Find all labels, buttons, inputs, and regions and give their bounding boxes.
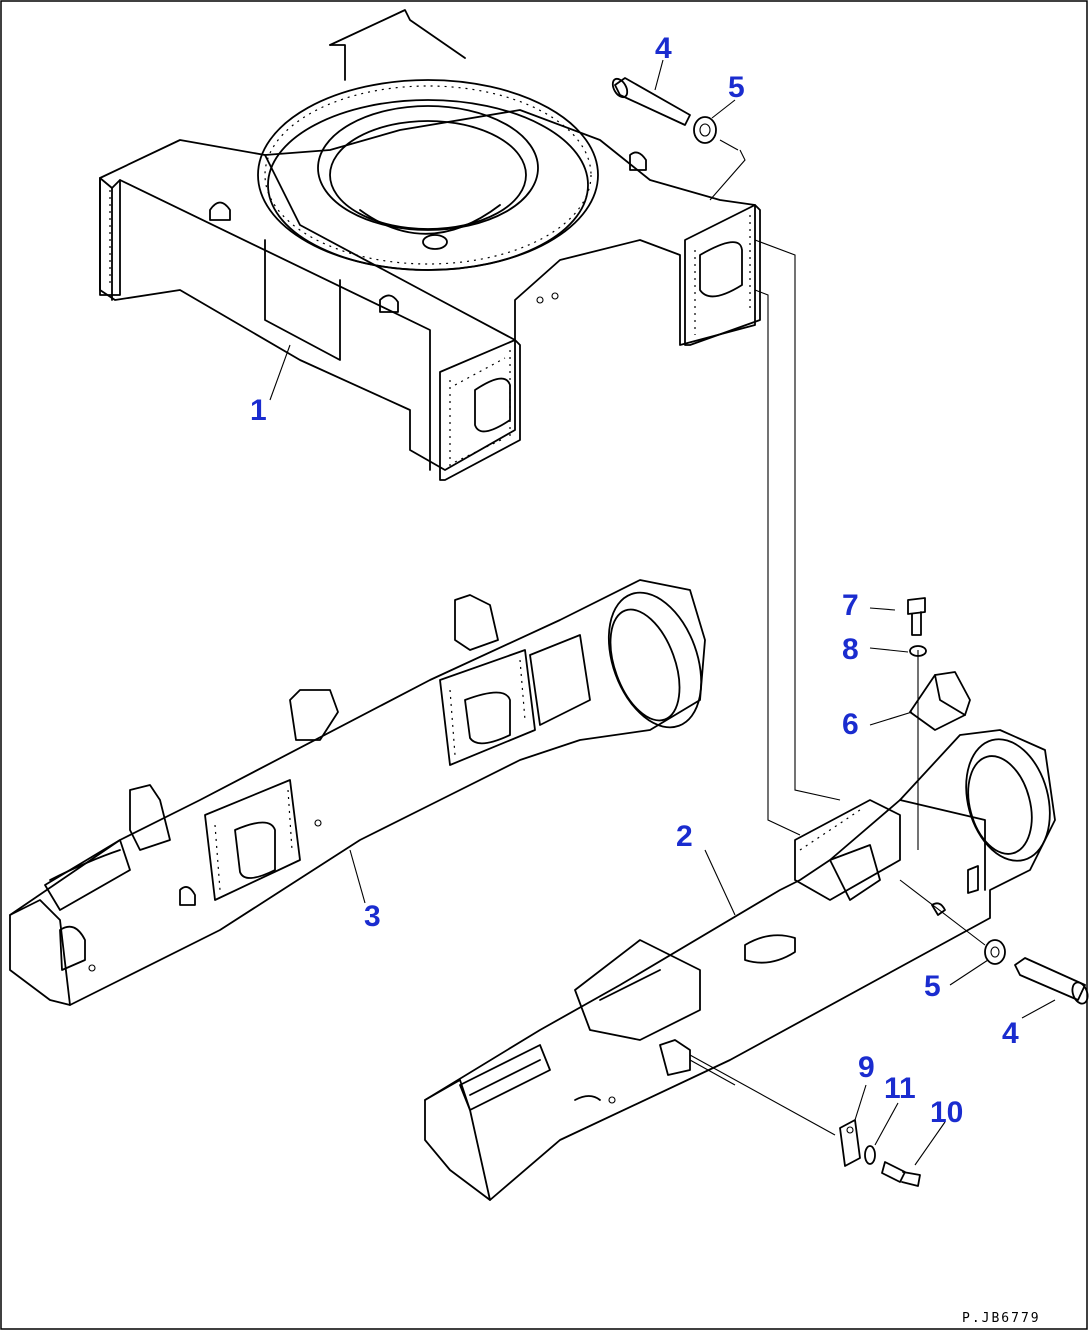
callout-3: 3: [364, 900, 381, 933]
drawing-code: P.JB6779: [962, 1311, 1041, 1326]
callout-leaders: [269, 59, 1056, 1166]
plate-drawing: [839, 1119, 861, 1167]
track-frame-right-drawing: [424, 729, 1056, 1201]
lock-washer-drawing: [864, 1145, 876, 1165]
assembly-lines: [689, 139, 986, 1136]
callout-11: 11: [884, 1072, 916, 1105]
callout-6: 6: [842, 708, 859, 741]
bolt-lower-drawing: [881, 1161, 921, 1187]
callouts: 1 2 3 4 4 5 5 6 7 8 9 10 11: [250, 32, 1019, 1129]
callout-9: 9: [858, 1051, 875, 1084]
callout-8: 8: [842, 633, 859, 666]
callout-5-upper: 5: [728, 71, 745, 104]
pin-upper-drawing: [611, 77, 691, 126]
callout-5-lower: 5: [924, 970, 941, 1003]
callout-4-upper: 4: [655, 32, 672, 65]
callout-7: 7: [842, 589, 859, 622]
callout-2: 2: [676, 820, 693, 853]
bolt-upper-drawing: [907, 597, 926, 636]
callout-4-lower: 4: [1002, 1017, 1019, 1050]
track-frame-left-drawing: [9, 579, 706, 1006]
pin-lower-drawing: [1014, 957, 1089, 1005]
revolving-frame-drawing: [99, 9, 761, 481]
washer-upper-drawing: [693, 116, 717, 144]
washer-lower-drawing: [984, 939, 1006, 965]
guard-bracket-drawing: [909, 671, 971, 731]
callout-10: 10: [930, 1096, 963, 1129]
callout-1: 1: [250, 394, 267, 427]
